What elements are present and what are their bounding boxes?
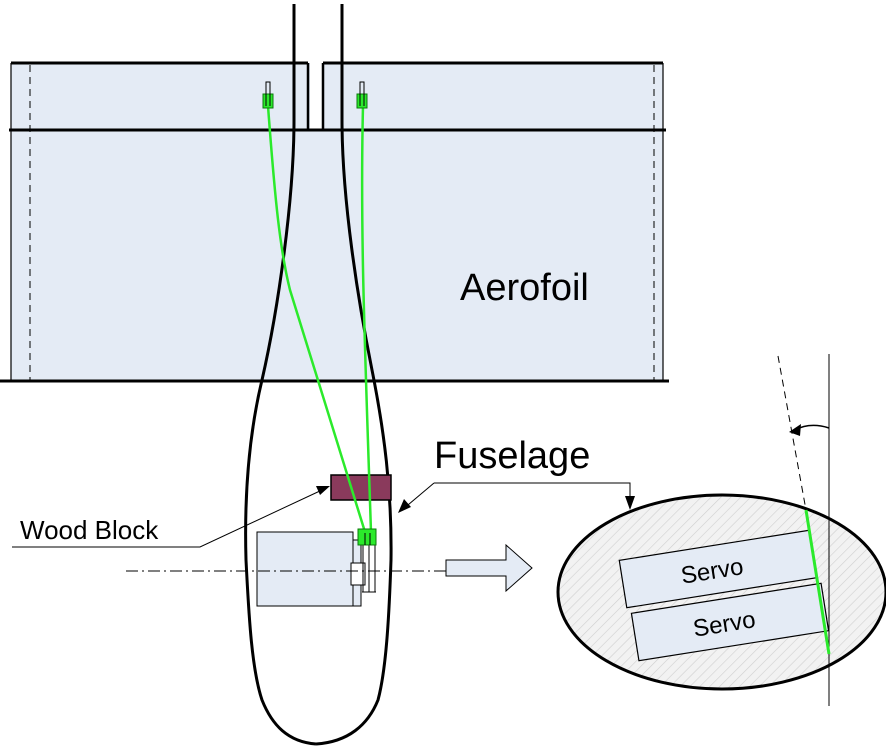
control-wires bbox=[262, 81, 377, 546]
wing: Aerofoil bbox=[0, 60, 669, 383]
wood-block-label: Wood Block bbox=[20, 515, 159, 545]
cross-section-detail: Servo Servo bbox=[556, 354, 886, 706]
fuselage-right-outline bbox=[315, 4, 393, 746]
wire-clip-left bbox=[262, 93, 274, 109]
fuselage-label: Fuselage bbox=[434, 435, 590, 477]
wire-clip-servo bbox=[357, 528, 377, 546]
fuselage-leader-arrow-right bbox=[625, 496, 635, 510]
fuselage-leader-arrow-left bbox=[398, 499, 411, 513]
fuselage-left-outline bbox=[244, 4, 317, 746]
angle-arrowhead bbox=[789, 424, 801, 436]
fuselage bbox=[126, 4, 446, 746]
wood-block-leader-arrow bbox=[316, 486, 330, 495]
wing-panel bbox=[11, 63, 663, 381]
green-angled-edge bbox=[804, 509, 831, 655]
wood-block-leader bbox=[12, 489, 323, 548]
servo-bottom-box bbox=[630, 582, 830, 662]
wing-slot-gap bbox=[310, 60, 324, 130]
wire-clip-right bbox=[356, 93, 368, 109]
servo-horn-side bbox=[350, 562, 366, 586]
wood-block bbox=[330, 474, 392, 501]
servo-top-group: Servo bbox=[618, 529, 818, 609]
fuselage-leader bbox=[434, 482, 631, 500]
green-wire-left bbox=[266, 105, 367, 533]
wire-hook-right bbox=[359, 81, 365, 106]
annotations: Fuselage Wood Block bbox=[12, 435, 635, 548]
wire-hook-left bbox=[265, 81, 271, 106]
aerofoil-label: Aerofoil bbox=[460, 267, 589, 309]
view-transition-arrow bbox=[445, 543, 533, 593]
servo-bottom-group: Servo bbox=[630, 582, 830, 662]
green-wire-right bbox=[360, 105, 373, 533]
servo-body-side bbox=[256, 531, 354, 607]
